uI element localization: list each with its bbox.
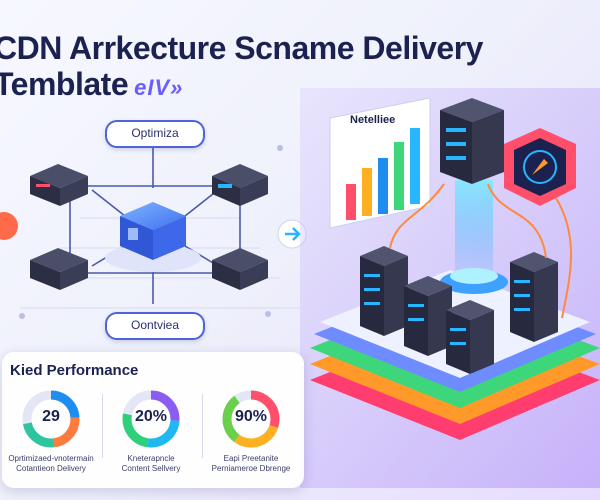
gauge-1-value: 29 bbox=[42, 408, 60, 425]
central-origin-cube bbox=[105, 202, 201, 272]
performance-panel: Kied Performance 29 Oprtimizaed-vnoterma… bbox=[2, 352, 304, 488]
server-rack-1 bbox=[360, 246, 408, 336]
gauge-2-caption-line1: Kneterapncle bbox=[127, 454, 175, 463]
gauge-3-segment-3 bbox=[222, 390, 280, 448]
gauge-3-caption-line1: Eapi Preetanite bbox=[223, 454, 279, 463]
gauge-2-segment-1 bbox=[122, 390, 180, 448]
gauge-2-value: 20% bbox=[134, 408, 168, 425]
dashboard-bar-1 bbox=[346, 184, 356, 220]
server-node-bottom-left bbox=[30, 248, 88, 290]
gauge-1: 29 Oprtimizaed-vnotermain Cotantieon Del… bbox=[6, 388, 96, 474]
grid-floor bbox=[20, 217, 300, 309]
server-rack-4 bbox=[510, 252, 558, 342]
delivery-label: Oontviea bbox=[105, 312, 205, 340]
gauge-3-ring bbox=[222, 390, 280, 448]
light-beam bbox=[455, 180, 493, 280]
dashboard-bar-3 bbox=[378, 158, 388, 214]
edge-server-top bbox=[440, 98, 504, 184]
dashboard-bar-2 bbox=[362, 168, 372, 216]
gauge-1-segment-3 bbox=[22, 390, 80, 448]
network-cables bbox=[389, 183, 572, 319]
title-line-2-text: Temblate bbox=[0, 66, 129, 102]
gauge-3-caption-line2: Perniameroe Dbrenge bbox=[211, 464, 291, 473]
gauge-2: 20% Kneterapncle Content Sellvery bbox=[106, 388, 196, 474]
decor-right-arrow-icon bbox=[285, 227, 301, 241]
server-node-top-left bbox=[30, 164, 88, 206]
gauge-1-segment-2 bbox=[22, 390, 80, 448]
title-tag: eIV» bbox=[134, 75, 184, 100]
title-line-1: CDN Arrkecture Sсname Delivery bbox=[0, 30, 483, 66]
gauge-1-caption: Oprtimizaed-vnotermain Cotantieon Delive… bbox=[6, 454, 96, 474]
network-diagram bbox=[0, 144, 307, 319]
gauge-1-caption-line2: Cotantieon Delivery bbox=[16, 464, 86, 473]
gauge-3-value: 90% bbox=[234, 408, 268, 425]
server-rack-3 bbox=[446, 300, 494, 374]
decor-left-icon bbox=[0, 212, 18, 240]
optimize-label: Optimiza bbox=[105, 120, 205, 148]
panel-divider-1 bbox=[102, 394, 103, 458]
performance-title: Kied Performance bbox=[10, 362, 139, 379]
server-rack-2 bbox=[404, 276, 452, 356]
dashboard-bar-5 bbox=[410, 128, 420, 204]
gauge-3: 90% Eapi Preetanite Perniameroe Dbrenge bbox=[206, 388, 296, 474]
gauge-3-caption: Eapi Preetanite Perniameroe Dbrenge bbox=[206, 454, 296, 474]
server-node-top-right bbox=[212, 164, 268, 206]
gauge-2-caption: Kneterapncle Content Sellvery bbox=[106, 454, 196, 474]
gauge-3-segment-1 bbox=[222, 390, 280, 448]
gauge-1-ring bbox=[22, 390, 80, 448]
gauge-2-segment-3 bbox=[122, 390, 180, 448]
gauge-3-segment-2 bbox=[222, 390, 280, 448]
analytics-dashboard bbox=[329, 97, 431, 229]
gauge-1-segment-1 bbox=[22, 390, 80, 448]
gauge-1-caption-line1: Oprtimizaed-vnotermain bbox=[8, 454, 94, 463]
gauge-2-caption-line2: Content Sellvery bbox=[121, 464, 181, 473]
panel-divider-2 bbox=[202, 394, 203, 458]
gauge-2-ring bbox=[122, 390, 180, 448]
datacenter-illustration bbox=[300, 88, 600, 488]
server-node-bottom-right bbox=[212, 248, 268, 290]
decor-dots bbox=[19, 145, 283, 319]
gauge-2-segment-2 bbox=[122, 390, 180, 448]
dashboard-label: Netelliee bbox=[350, 114, 396, 126]
compass-badge-icon bbox=[504, 128, 576, 206]
dashboard-bar-4 bbox=[394, 142, 404, 210]
